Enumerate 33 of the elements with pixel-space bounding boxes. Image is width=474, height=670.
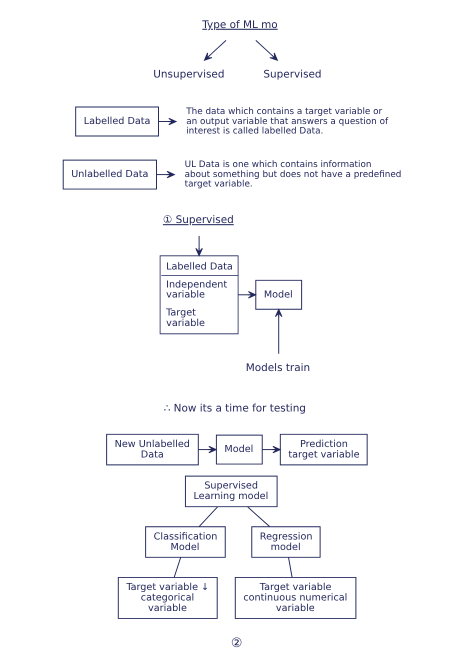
node-box: Classification Model	[144, 526, 226, 558]
node-text: Supervised	[262, 68, 322, 81]
arrow	[198, 446, 216, 454]
node-box: Model	[215, 434, 262, 465]
node-box: New Unlabelled Data	[106, 434, 198, 466]
node-box: Target variable continuous numerical variable	[234, 576, 356, 619]
arrow	[158, 118, 176, 126]
arrow	[204, 40, 226, 61]
node-text: The data which contains a target variable or an output variable that answers a question of interest is called labelled Data.	[186, 107, 388, 136]
connector	[198, 506, 218, 528]
label: ∴ Now its a time for testing	[163, 402, 306, 414]
node-text: Models train	[245, 362, 310, 374]
node-box: Unlabelled Data	[62, 160, 156, 190]
node-text: ① Supervised	[162, 214, 234, 226]
arrow	[194, 235, 202, 256]
connector	[288, 556, 292, 578]
node-box: Prediction target variable	[279, 434, 368, 466]
node-text: UL Data is one which contains information about something but does not have a predefined target variable.	[184, 160, 401, 190]
node-box: Labelled Data	[74, 106, 158, 136]
arrow	[254, 40, 278, 61]
connector	[173, 556, 181, 578]
node-text: Unsupervised	[152, 68, 224, 81]
node-box: Target variable ↓ categorical variable	[117, 576, 218, 619]
arrow	[237, 291, 256, 299]
arrow	[274, 309, 282, 354]
connector	[246, 506, 270, 528]
arrow	[156, 170, 174, 178]
node-box: Regression model	[250, 526, 320, 558]
arrow	[261, 446, 280, 454]
node-text: Type of ML mo	[202, 18, 278, 31]
node-box: Supervised Learning model	[184, 476, 278, 508]
node-box: Model	[254, 280, 302, 310]
label: ②	[230, 636, 242, 652]
